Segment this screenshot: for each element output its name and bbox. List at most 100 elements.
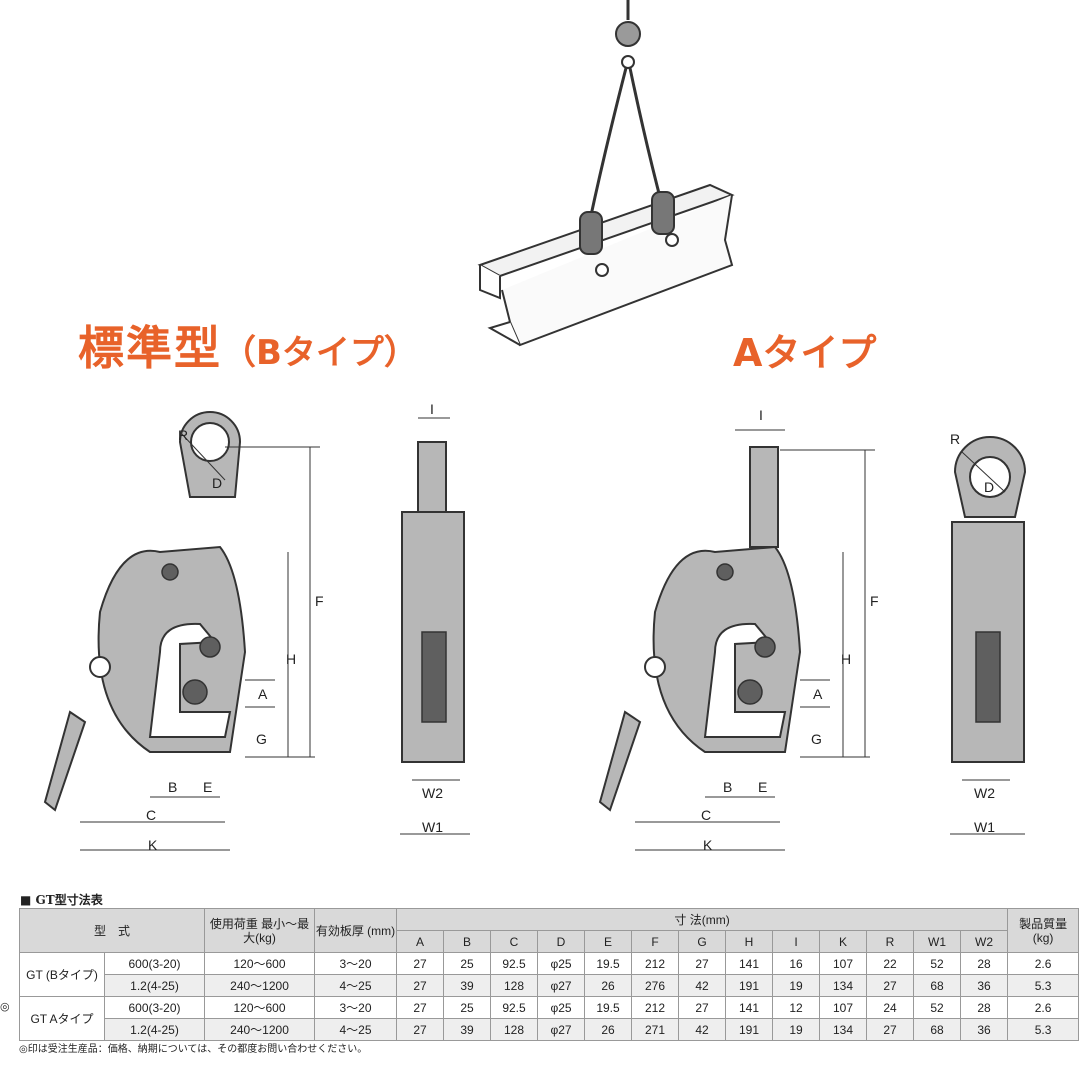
- header-load: 使用荷重 最小～最大(kg): [204, 908, 316, 953]
- dim-label-k-a: K: [703, 837, 713, 853]
- dim-label-i-a: I: [759, 407, 763, 423]
- dim-cell-e: 19.5: [584, 996, 633, 1019]
- dim-cell-w1: 52: [913, 952, 962, 975]
- dim-cell-a: 27: [396, 974, 445, 997]
- dim-cell-e: 26: [584, 974, 633, 997]
- dim-label-w1-a: W1: [974, 819, 995, 835]
- dim-label-h: H: [286, 651, 296, 667]
- dim-cell-c: 92.5: [490, 952, 539, 975]
- dim-cell-e: 19.5: [584, 952, 633, 975]
- dim-cell-e: 26: [584, 1018, 633, 1041]
- dim-cell-w1: 68: [913, 1018, 962, 1041]
- dim-cell-b: 25: [443, 952, 492, 975]
- dim-cell-a: 27: [396, 952, 445, 975]
- dim-label-f: F: [315, 593, 324, 609]
- dim-cell-g: 27: [678, 952, 727, 975]
- load-cell: 120～600: [204, 996, 316, 1019]
- dim-label-r: R: [178, 427, 188, 443]
- dim-label-f-a: F: [870, 593, 879, 609]
- dim-cell-b: 39: [443, 1018, 492, 1041]
- standard-type-main: 標準型: [78, 321, 222, 375]
- sub-model-cell: 600(3-20): [103, 996, 206, 1019]
- dim-cell-c: 128: [490, 974, 539, 997]
- dim-cell-d: φ25: [537, 996, 586, 1019]
- b-type-side-view: I W2 W1: [400, 401, 470, 835]
- dim-cell-h: 191: [725, 1018, 774, 1041]
- dim-cell-f: 271: [631, 1018, 680, 1041]
- standard-type-sub: （Bタイプ）: [222, 333, 418, 373]
- dim-cell-d: φ27: [537, 974, 586, 997]
- dim-cell-w2: 36: [960, 1018, 1009, 1041]
- b-type-front-view: R D F H A G B E C K: [43, 411, 324, 853]
- dim-label-a: A: [258, 686, 268, 702]
- dim-cell-k: 134: [819, 1018, 868, 1041]
- load-cell: 240～1200: [204, 974, 316, 997]
- header-dim-c: C: [490, 930, 539, 953]
- model-cell: GT Aタイプ: [19, 996, 105, 1041]
- dim-cell-i: 12: [772, 996, 821, 1019]
- dim-label-b-a: B: [723, 779, 732, 795]
- header-dim-r: R: [866, 930, 915, 953]
- beam-lifting-illustration: [477, 0, 735, 347]
- dim-cell-r: 27: [866, 1018, 915, 1041]
- dim-label-a-a: A: [813, 686, 823, 702]
- header-dim-w2: W2: [960, 930, 1009, 953]
- header-dim-w1: W1: [913, 930, 962, 953]
- a-type-front-view: I F H A G B E C K: [598, 407, 879, 853]
- dim-label-k: K: [148, 837, 158, 853]
- dim-label-r-a: R: [950, 431, 960, 447]
- header-dim-d: D: [537, 930, 586, 953]
- dim-cell-b: 25: [443, 996, 492, 1019]
- header-dim-g: G: [678, 930, 727, 953]
- dim-cell-i: 19: [772, 1018, 821, 1041]
- dim-label-c: C: [146, 807, 156, 823]
- standard-type-title: 標準型（Bタイプ）: [78, 312, 418, 378]
- header-dimensions: 寸 法(mm): [396, 908, 1009, 931]
- dim-label-d-a: D: [984, 479, 994, 495]
- dim-cell-a: 27: [396, 1018, 445, 1041]
- dim-cell-r: 24: [866, 996, 915, 1019]
- header-dim-a: A: [396, 930, 445, 953]
- dim-cell-i: 16: [772, 952, 821, 975]
- header-weight: 製品質量 (kg): [1007, 908, 1080, 953]
- dim-cell-c: 128: [490, 1018, 539, 1041]
- dim-cell-i: 19: [772, 974, 821, 997]
- dim-cell-f: 212: [631, 996, 680, 1019]
- dim-cell-b: 39: [443, 974, 492, 997]
- a-type-side-view: R D W2 W1: [950, 431, 1027, 835]
- header-dim-i: I: [772, 930, 821, 953]
- header-thickness: 有効板厚 (mm): [314, 908, 398, 953]
- header-dim-h: H: [725, 930, 774, 953]
- dim-label-i: I: [430, 401, 434, 417]
- dim-cell-g: 42: [678, 1018, 727, 1041]
- dim-label-h-a: H: [841, 651, 851, 667]
- dim-cell-g: 42: [678, 974, 727, 997]
- dim-cell-f: 212: [631, 952, 680, 975]
- thickness-cell: 3～20: [314, 996, 398, 1019]
- dim-cell-r: 27: [866, 974, 915, 997]
- dim-cell-d: φ27: [537, 1018, 586, 1041]
- dim-cell-a: 27: [396, 996, 445, 1019]
- thickness-cell: 4～25: [314, 1018, 398, 1041]
- made-to-order-mark: ◎: [0, 1000, 10, 1013]
- dim-label-w2: W2: [422, 785, 443, 801]
- dim-cell-g: 27: [678, 996, 727, 1019]
- header-dim-e: E: [584, 930, 633, 953]
- dim-label-c-a: C: [701, 807, 711, 823]
- dimension-table: 型 式 使用荷重 最小～最大(kg) 有効板厚 (mm) 寸 法(mm) 製品質…: [18, 908, 1080, 1041]
- dim-cell-w1: 52: [913, 996, 962, 1019]
- load-cell: 120～600: [204, 952, 316, 975]
- header-dim-b: B: [443, 930, 492, 953]
- dim-cell-h: 191: [725, 974, 774, 997]
- a-type-title: Aタイプ: [733, 331, 877, 375]
- dim-cell-c: 92.5: [490, 996, 539, 1019]
- header-model: 型 式: [18, 908, 206, 953]
- sub-model-cell: 1.2(4-25): [103, 1018, 206, 1041]
- dim-cell-w1: 68: [913, 974, 962, 997]
- dim-cell-w2: 28: [960, 996, 1009, 1019]
- dim-cell-k: 107: [819, 996, 868, 1019]
